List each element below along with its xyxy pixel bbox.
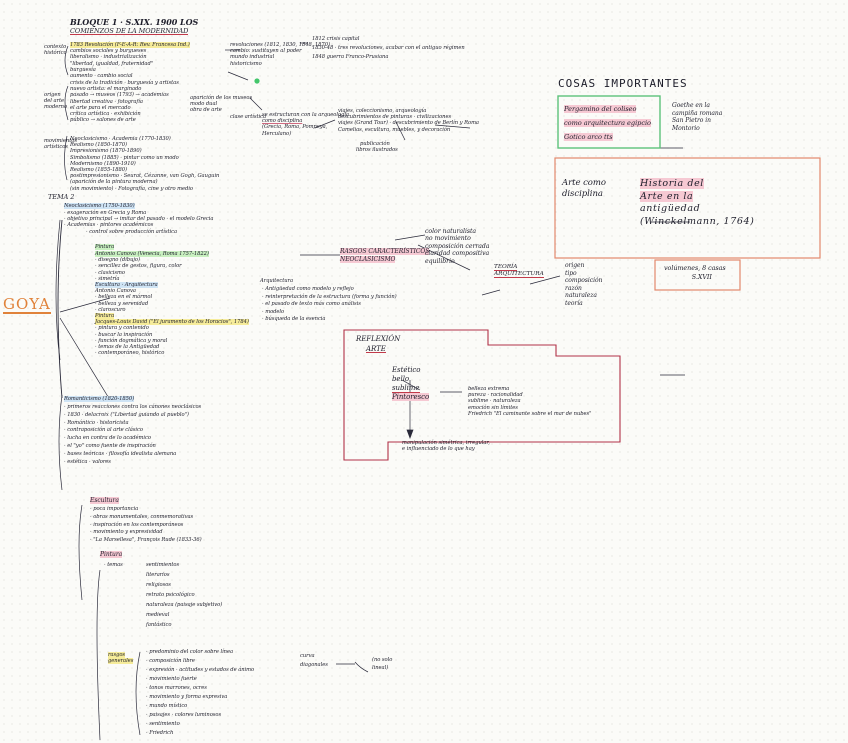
features-lines: color naturalista no movimiento composic… [425,228,490,265]
page-subtitle: COMIENZOS DE LA MODERNIDAD [70,27,189,36]
years-right: 1812 crisis capital 1830-48 · tres revol… [312,36,465,61]
goya-label: GOYA [3,295,51,314]
travels-lines: viajes, coleccionismo, arqueología descu… [338,108,479,154]
theory-title: TEORÍA ARQUITECTURA [494,264,544,278]
archaeology-lines: se estructuran con la arqueología como d… [262,112,349,137]
architecture-lines: · Antigüedad como modelo y reflejo · rei… [262,286,397,323]
theory-lines: origen tipo composición razón naturaleza… [565,262,603,307]
reflection-subtitle: ARTE [366,345,386,354]
features-title: RASGOS CARACTERÍSTICOS [340,248,430,255]
movements-lines: Neoclasicismo · Academia (1770-1830) Rea… [70,136,220,192]
orange-left: Arte como disciplina [562,178,606,199]
neoclassic-title: Neoclasicismo (1750-1830) [64,203,135,209]
page-title: BLOQUE 1 · S.XIX. 1900 LOS [70,17,199,27]
context-label-2: histórico [44,50,67,56]
orange-right: Historia del Arte en la antigüedad (Winc… [640,178,755,227]
painting-rom-general: · predominio del color sobre línea · com… [146,649,255,736]
important-side-lines: Goethe en la campiña romana San Pietro i… [672,102,723,132]
painting-neo-lines: Antonio Canova (Venecia, Roma 1757-1822)… [95,251,249,357]
architecture-title: Arquitectura [260,278,294,284]
tema2-heading: TEMA 2 [48,193,75,201]
romanticism-title: Romanticismo (1820-1850) [64,396,135,402]
origin-side: aparición de los museos modo dual obra d… [190,95,267,120]
reflection-right: belleza extrema pureza · racionalidad su… [468,386,592,417]
painting-rom-curve: curva diagonales [300,653,328,668]
reflection-title: REFLEXIÓN [356,335,401,343]
sculpture-rom-lines: · poca importancia · obras monumentales,… [90,506,202,544]
neoclassic-lines: · exageración en Grecia y Roma · objetiv… [64,210,214,235]
romanticism-lines: · primeros reacciones contra los cánones… [64,404,202,465]
origin-label: origen del arte moderno [44,92,68,111]
origin-lines: crisis de la tradición · burguesía y art… [70,80,179,124]
sculpture-rom-title: Escultura [90,497,119,504]
painting-rom-themes: sentimientos literarios religiosos retra… [146,562,223,628]
context-lines: 1783 Revolución (F-E-A-R: Rev. Francesa … [70,42,190,80]
reflection-items: Estético bello sublime Pintoresco [392,366,430,401]
painting-rom-themes-label: · temas [104,562,123,568]
small-box-lines: volúmenes, 8 casas S.XVII [664,264,726,281]
painting-rom-end: (no solo lineal) [372,657,393,671]
painting-rom-title: Pintura [100,551,123,558]
painting-rom-general-label: rasgos generales [108,652,134,665]
features-subtitle: NEOCLASICISMO [340,256,396,263]
painting-neo-label: Pintura [95,244,115,250]
important-title: COSAS IMPORTANTES [558,77,688,90]
context-label: contexto [44,44,67,50]
important-green-lines: Pergamino del coliseo como arquitectura … [564,105,651,141]
movements-label: movimientos artísticos [44,138,77,151]
revolutions-list: revoluciones (1812, 1830, 1848, 1870) ca… [230,42,330,67]
reflection-bottom: manipulación simétrica, irregular, e inf… [402,440,490,453]
